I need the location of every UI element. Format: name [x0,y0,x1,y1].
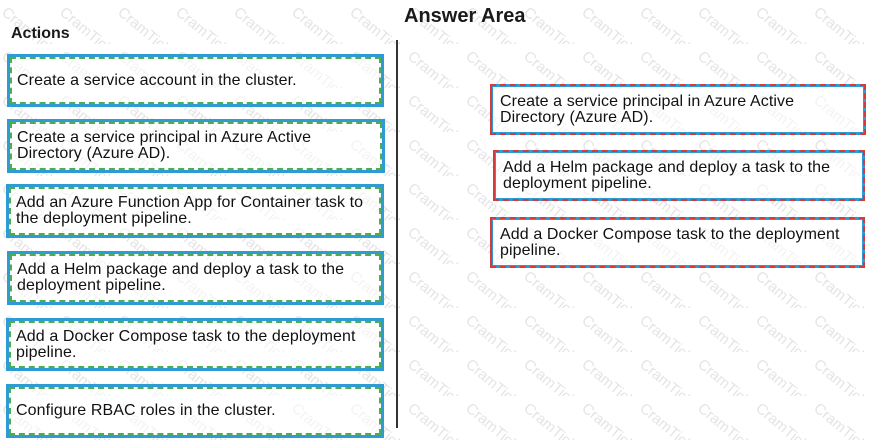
answer-item-label: Add a Docker Compose task to the deploym… [500,225,840,259]
action-item-add-function-app[interactable]: Add an Azure Function App for Container … [6,184,384,238]
action-item-label: Create a service principal in Azure Acti… [17,129,312,162]
answer-item-label: Create a service principal in Azure Acti… [500,92,795,126]
action-item-add-docker-compose[interactable]: Add a Docker Compose task to the deploym… [6,318,384,371]
answer-item-add-docker-compose[interactable]: Add a Docker Compose task to the deploym… [490,217,865,268]
action-item-add-helm-package[interactable]: Add a Helm package and deploy a task to … [7,251,384,305]
answer-area-title: Answer Area [404,5,526,27]
action-item-label: Configure RBAC roles in the cluster. [16,402,276,419]
action-item-label: Add an Azure Function App for Container … [16,194,364,227]
actions-title: Actions [11,25,70,42]
action-item-label: Create a service account in the cluster. [17,71,297,89]
action-item-label: Add a Docker Compose task to the deploym… [16,327,356,361]
answer-item-label: Add a Helm package and deploy a task to … [503,158,831,192]
action-item-configure-rbac[interactable]: Configure RBAC roles in the cluster. [6,384,384,438]
answer-item-add-helm-package[interactable]: Add a Helm package and deploy a task to … [493,150,865,201]
action-item-create-service-account[interactable]: Create a service account in the cluster. [7,54,384,107]
answer-item-create-service-principal[interactable]: Create a service principal in Azure Acti… [490,84,866,135]
column-divider [396,40,398,428]
action-item-label: Add a Helm package and deploy a task to … [17,261,345,294]
action-item-create-service-principal[interactable]: Create a service principal in Azure Acti… [7,119,385,173]
